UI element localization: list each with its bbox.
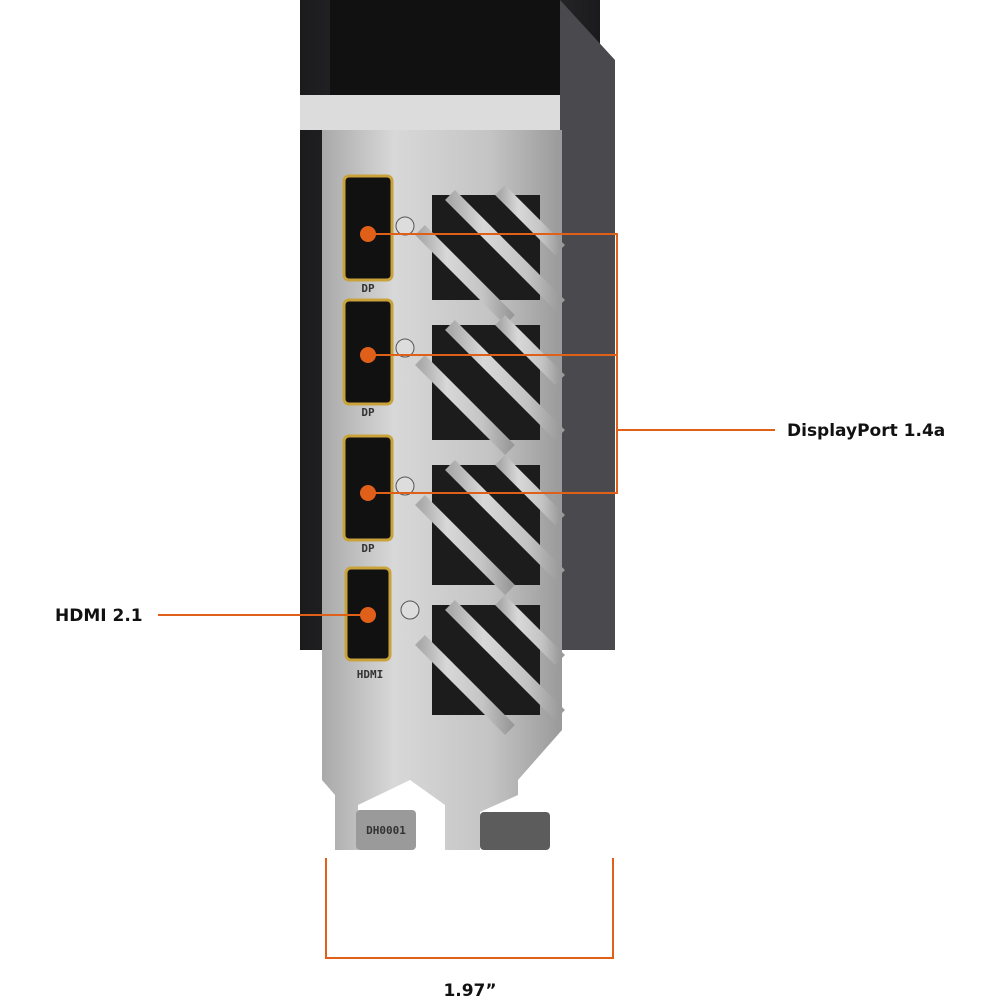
- vent-ribs: [415, 185, 565, 735]
- displayport-label: DisplayPort 1.4a: [787, 421, 945, 441]
- svg-text:HDMI: HDMI: [357, 668, 384, 681]
- screw-icon: [395, 476, 415, 496]
- screw-icon: [395, 338, 415, 358]
- svg-text:DP: DP: [361, 282, 375, 295]
- svg-text:DP: DP: [361, 406, 375, 419]
- svg-text:DP: DP: [361, 542, 375, 555]
- hdmi-callout: HDMI 2.1: [55, 606, 376, 626]
- width-dimension: 1.97”: [325, 858, 614, 1000]
- bracket-code-plate: [356, 810, 416, 850]
- width-label: 1.97”: [443, 981, 496, 1000]
- screw-icon: [400, 600, 420, 620]
- hdmi-label: HDMI 2.1: [55, 606, 143, 626]
- bracket-code: DH0001: [366, 824, 406, 837]
- screw-icon: [395, 216, 415, 236]
- displayport-callout: DisplayPort 1.4a: [360, 226, 945, 501]
